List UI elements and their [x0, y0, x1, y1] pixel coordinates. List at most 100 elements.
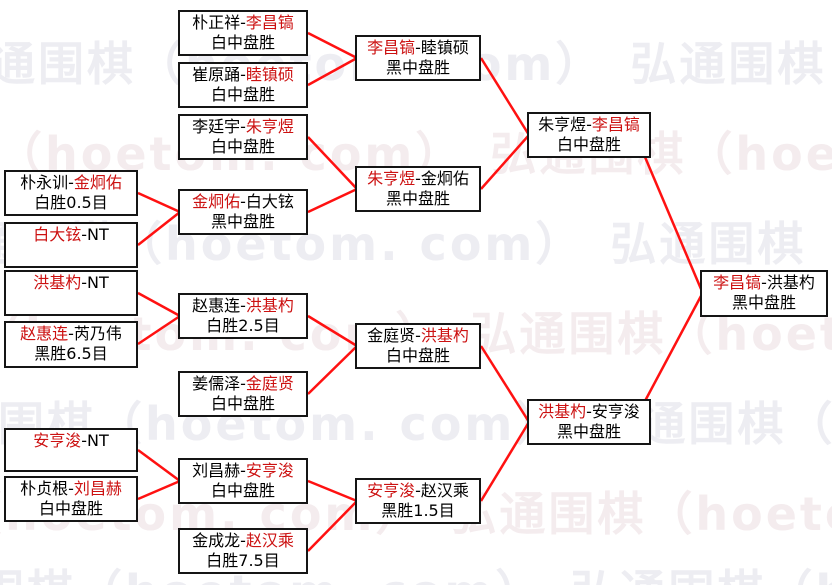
match-result: 白中盘胜: [210, 33, 275, 52]
match-players: 赵惠连-芮乃伟: [6, 324, 136, 344]
match-players: 朱亨煜-金炯佑: [357, 169, 479, 189]
match-result: 黑中盘胜: [731, 293, 796, 312]
match-box: 刘昌赫-安亨浚白中盘胜: [178, 458, 308, 504]
connector-line: [479, 421, 531, 502]
connector-line: [479, 345, 531, 423]
separator-dash: -: [81, 273, 88, 292]
connector-line: [307, 56, 358, 87]
match-box: 赵惠连-洪基杓白胜2.5目: [178, 293, 308, 339]
match-box: 赵惠连-芮乃伟黑胜6.5目: [4, 321, 138, 368]
player-name: 赵惠连: [192, 296, 241, 315]
match-box: 朴永训-金炯佑白胜0.5目: [4, 170, 138, 216]
player-name: 白大铉: [245, 192, 294, 211]
match-result: 白中盘胜: [210, 394, 275, 413]
match-result: [6, 293, 136, 313]
player-name: 安亨浚: [367, 481, 416, 500]
player-name: 刘昌赫: [192, 461, 241, 480]
match-box: 姜儒泽-金庭贤白中盘胜: [178, 371, 308, 417]
separator-dash: -: [240, 117, 246, 136]
match-result: [6, 451, 136, 471]
connector-line: [137, 191, 181, 214]
separator-dash: -: [761, 273, 767, 292]
match-result: 白胜7.5目: [206, 551, 280, 570]
match-box: 洪基杓-NT: [4, 270, 138, 316]
separator-dash: -: [240, 13, 246, 32]
separator-dash: -: [240, 461, 246, 480]
player-name: 洪基杓: [420, 326, 469, 345]
match-result: 黑中盘胜: [385, 189, 450, 208]
player-name: 安亨浚: [33, 431, 82, 450]
separator-dash: -: [415, 326, 421, 345]
player-name: 白大铉: [33, 225, 82, 244]
player-name: 朱亨煜: [367, 169, 416, 188]
separator-dash: -: [68, 324, 74, 343]
match-result: 白胜0.5目: [34, 193, 108, 212]
match-box: 白大铉-NT: [4, 222, 138, 268]
player-name: 李昌镐: [245, 13, 294, 32]
match-result: 黑中盘胜: [210, 212, 275, 231]
match-result: 白中盘胜: [210, 481, 275, 500]
player-name: 李廷宇: [192, 117, 241, 136]
match-result: 黑胜1.5目: [381, 501, 455, 520]
match-players: 赵惠连-洪基杓: [180, 296, 306, 316]
match-box: 安亨浚-赵汉乘黑胜1.5目: [355, 478, 481, 524]
connector-line: [479, 57, 531, 136]
player-name: 朴贞根: [20, 479, 69, 498]
match-box: 朱亨煜-金炯佑黑中盘胜: [355, 166, 481, 212]
match-box: 李廷宇-朱亨煜白中盘胜: [178, 114, 308, 160]
player-name: 金成龙: [192, 531, 241, 550]
connector-line: [480, 134, 530, 190]
separator-dash: -: [586, 402, 592, 421]
match-box: 安亨浚-NT: [4, 428, 138, 472]
player-name: 李昌镐: [713, 273, 762, 292]
connector-line: [307, 500, 358, 552]
match-result: 黑中盘胜: [556, 422, 621, 441]
separator-dash: -: [240, 296, 246, 315]
player-name: 朱亨煜: [245, 117, 294, 136]
player-name: NT: [87, 273, 109, 292]
player-name: 洪基杓: [245, 296, 294, 315]
match-result: 白中盘胜: [385, 346, 450, 365]
match-result: 白中盘胜: [210, 137, 275, 156]
player-name: NT: [87, 225, 109, 244]
match-result: 黑中盘胜: [385, 58, 450, 77]
player-name: 金炯佑: [73, 173, 122, 192]
match-players: 安亨浚-赵汉乘: [357, 481, 479, 501]
player-name: 朴正祥: [192, 13, 241, 32]
player-name: 安亨浚: [591, 402, 640, 421]
match-players: 金庭贤-洪基杓: [357, 326, 479, 346]
player-name: 赵惠连: [20, 324, 69, 343]
player-name: 洪基杓: [538, 402, 587, 421]
player-name: 朴永训: [20, 173, 69, 192]
player-name: 金炯佑: [420, 169, 469, 188]
connector-line: [307, 479, 358, 503]
player-name: 赵汉乘: [245, 531, 294, 550]
connector-line: [307, 345, 358, 395]
connector-line: [307, 187, 358, 214]
player-name: 睦镇硕: [245, 65, 294, 84]
player-name: 洪基杓: [33, 273, 82, 292]
connector-line: [137, 291, 181, 318]
player-name: 安亨浚: [245, 461, 294, 480]
match-players: 朴永训-金炯佑: [6, 173, 136, 193]
match-box: 金成龙-赵汉乘白胜7.5目: [178, 528, 308, 574]
match-players: 洪基杓-安亨浚: [529, 402, 649, 422]
player-name: 朱亨煜: [538, 115, 587, 134]
match-result: [6, 245, 136, 265]
match-result: 白中盘胜: [210, 85, 275, 104]
connector-line: [307, 314, 358, 348]
separator-dash: -: [415, 169, 421, 188]
match-box: 李昌镐-睦镇硕黑中盘胜: [355, 35, 481, 81]
match-box: 洪基杓-安亨浚黑中盘胜: [527, 399, 651, 445]
match-result: 白胜2.5目: [206, 316, 280, 335]
match-players: 李昌镐-洪基杓: [702, 273, 826, 293]
match-players: 李廷宇-朱亨煜: [180, 117, 306, 137]
player-name: 金庭贤: [367, 326, 416, 345]
separator-dash: -: [415, 38, 421, 57]
match-result: 白中盘胜: [556, 135, 621, 154]
match-box: 李昌镐-洪基杓黑中盘胜: [700, 270, 828, 317]
player-name: 刘昌赫: [73, 479, 122, 498]
